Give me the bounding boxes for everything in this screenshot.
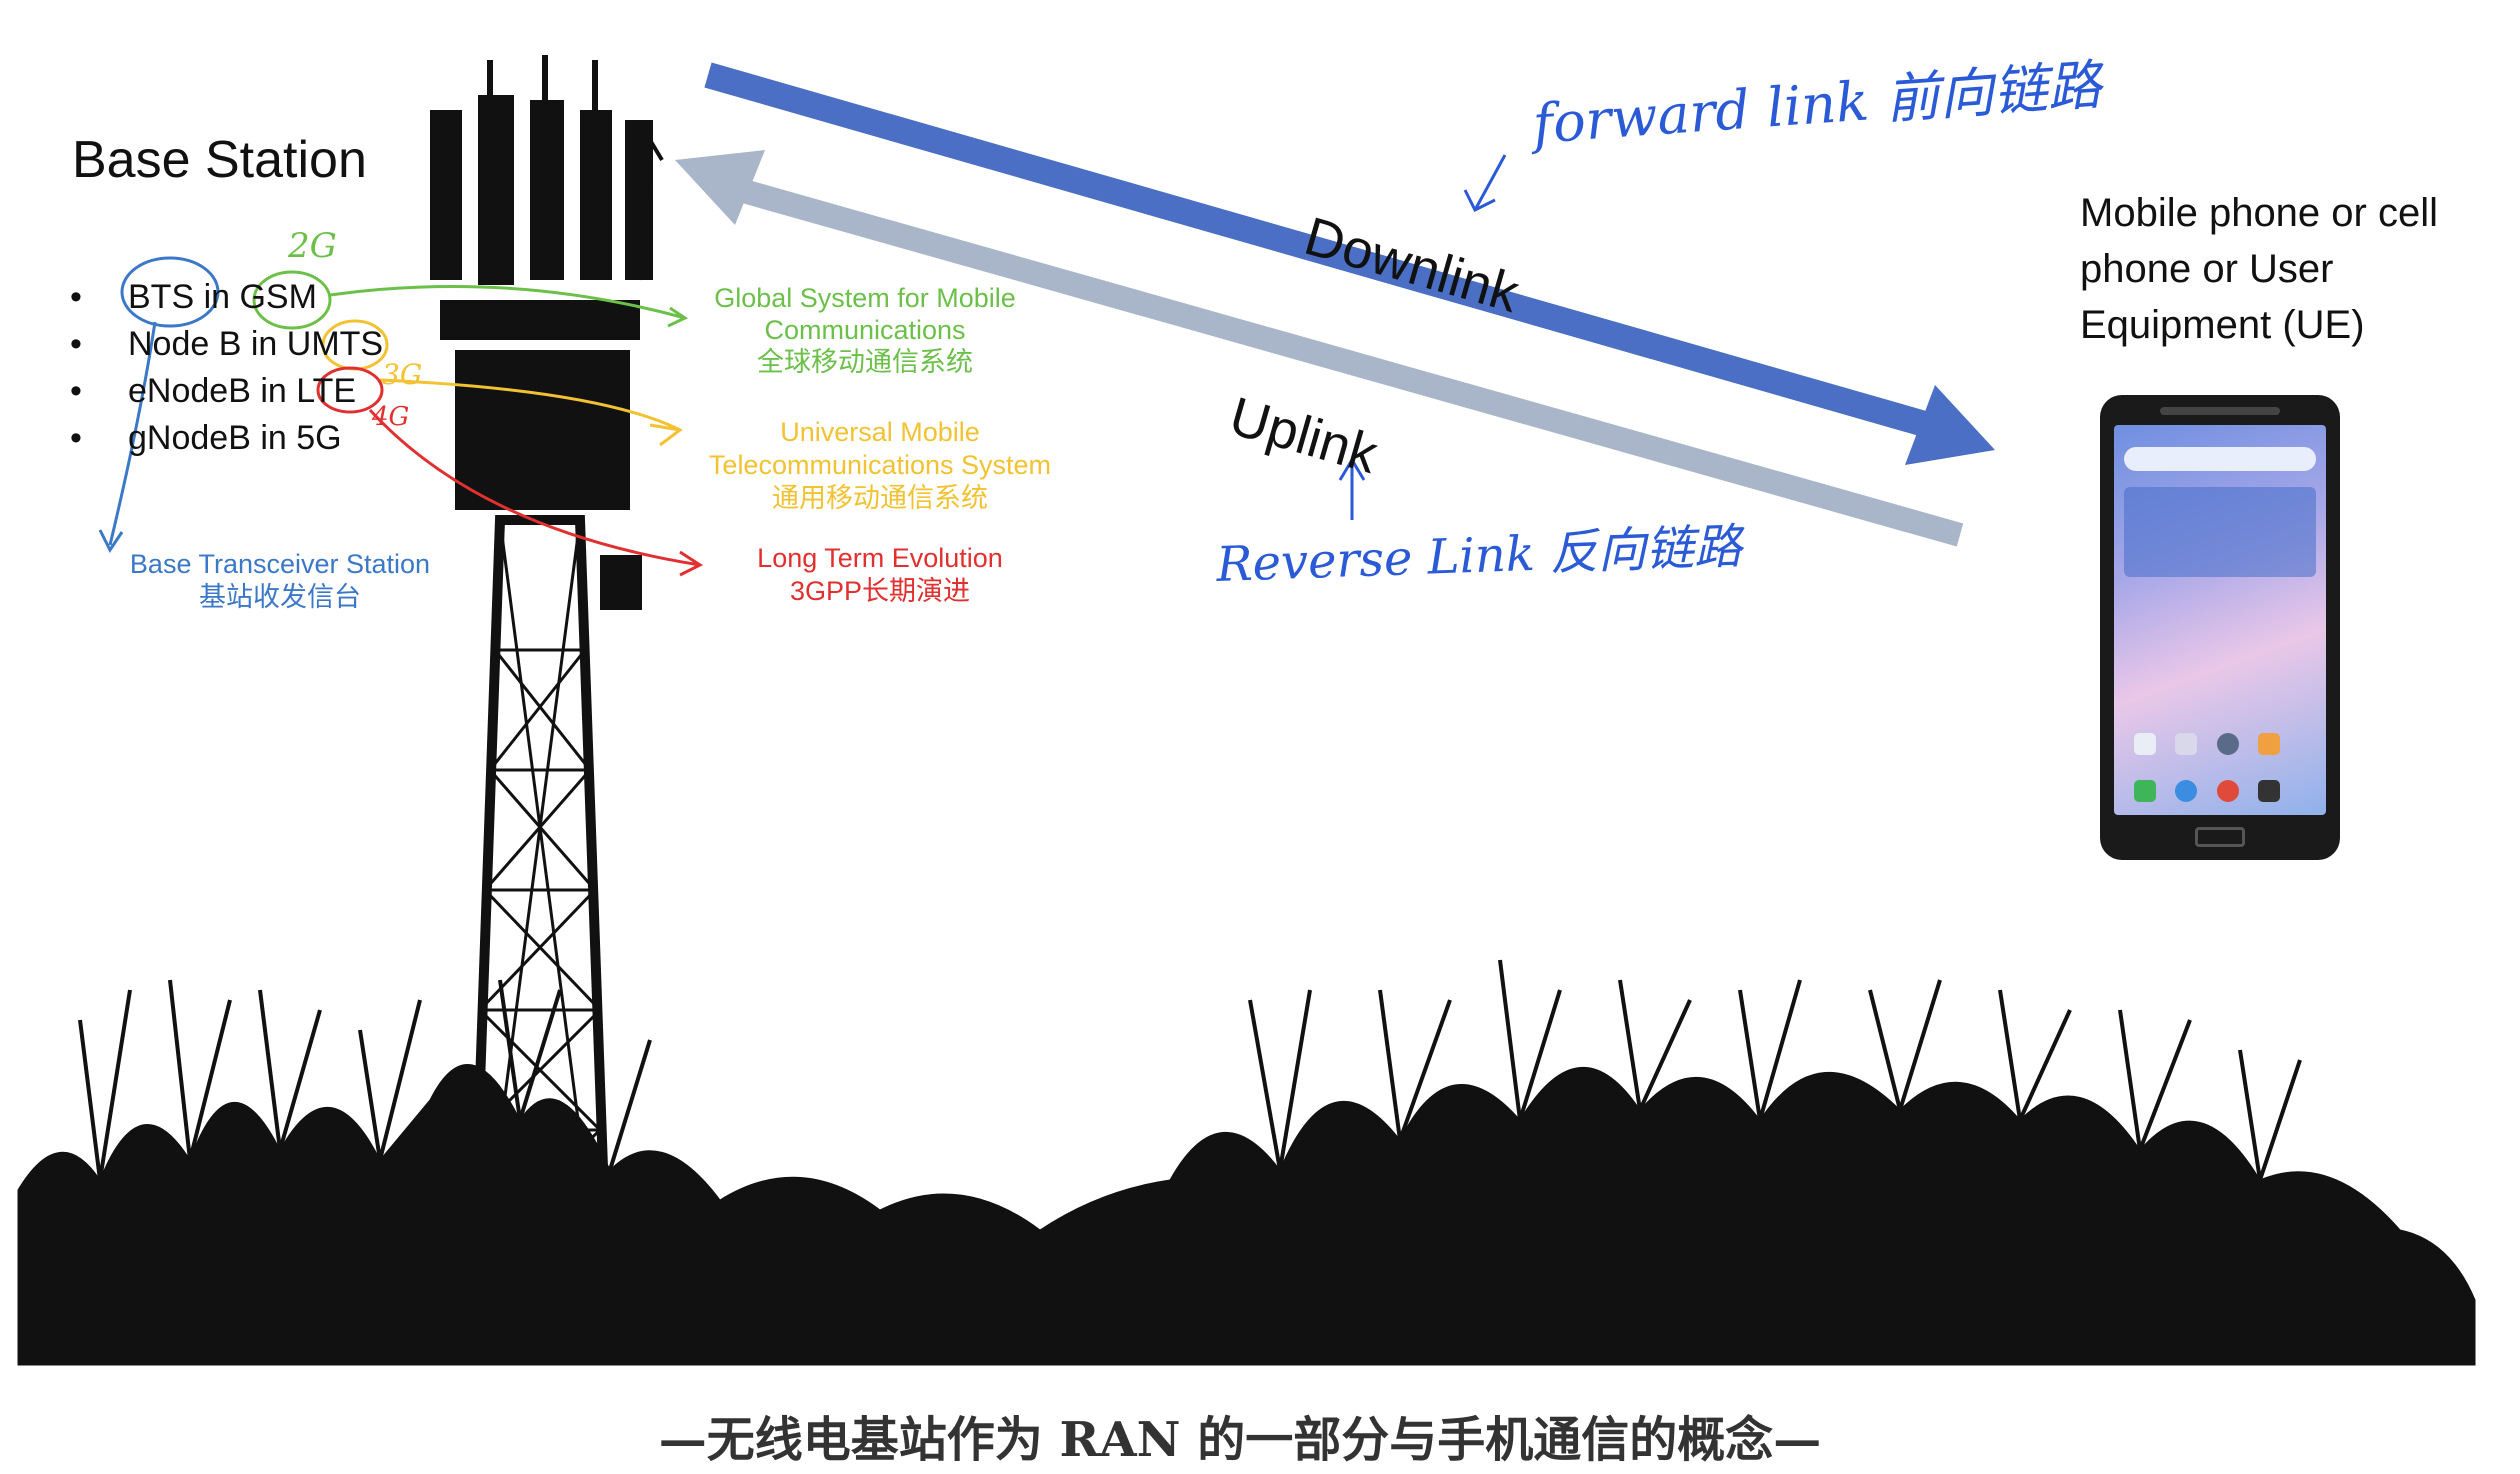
forward-pointer xyxy=(1463,154,1507,213)
phone-speaker xyxy=(2160,407,2280,415)
mail-icon xyxy=(2134,733,2156,755)
bts-circle xyxy=(98,256,220,553)
mark-2g: 2G xyxy=(288,226,337,266)
bts-note-en: Base Transceiver Station xyxy=(129,549,431,579)
umts-note-line2: Telecommunications System xyxy=(708,450,1052,480)
lte-note-line1: Long Term Evolution xyxy=(757,543,1003,573)
mobile-phone xyxy=(2100,395,2340,860)
bullet-gnodeb: • gNodeB in 5G xyxy=(70,419,342,458)
bullet-marker: • xyxy=(70,419,82,457)
bullet-enodeb: • eNodeB in LTE xyxy=(70,372,356,411)
gsm-note-zh: 全球移动通信系统 xyxy=(757,347,973,377)
phone-app-icon xyxy=(2134,780,2156,802)
umts-note-line1: Universal Mobile xyxy=(780,417,980,447)
bts-note-zh: 基站收发信台 xyxy=(199,582,361,612)
bullet-text: BTS in GSM xyxy=(128,278,317,316)
dock-row xyxy=(2134,780,2306,802)
grid-app-icon xyxy=(2175,733,2198,755)
bts-note: Base Transceiver Station 基站收发信台 xyxy=(110,548,450,614)
gsm-note-line2: Communications xyxy=(764,315,966,345)
bullet-marker: • xyxy=(70,372,82,410)
base-station-title: Base Station xyxy=(72,131,367,189)
weather-widget xyxy=(2124,487,2316,577)
bullet-text: gNodeB in 5G xyxy=(128,419,342,457)
phone-screen xyxy=(2114,425,2326,815)
figure-caption: —无线电基站作为 RAN 的一部分与手机通信的概念— xyxy=(658,1412,1822,1468)
lte-circle xyxy=(316,366,704,577)
search-bar xyxy=(2124,447,2316,471)
umts-note-zh: 通用移动通信系统 xyxy=(772,483,988,513)
cell-tower xyxy=(430,55,664,1366)
mark-3g: 3G xyxy=(382,358,423,391)
ue-label: Mobile phone or cell phone or User Equip… xyxy=(2080,191,2438,347)
bullet-text: Node B in UMTS xyxy=(128,325,384,363)
mark-4g: 4G xyxy=(372,402,410,432)
downlink-arrow xyxy=(704,62,1995,465)
reverse-pointer xyxy=(1338,457,1366,520)
photos-icon xyxy=(2258,733,2281,755)
bullet-marker: • xyxy=(70,278,82,316)
umts-note: Universal Mobile Telecommunications Syst… xyxy=(690,416,1070,515)
lte-note-zh: 3GPP长期演进 xyxy=(789,576,971,606)
gsm-circle xyxy=(252,270,689,330)
gsm-note: Global System for Mobile Communications … xyxy=(690,282,1040,378)
bullet-bts: • BTS in GSM xyxy=(70,278,317,317)
uplink-arrow xyxy=(675,150,1964,547)
bullet-nodeb: • Node B in UMTS xyxy=(70,325,383,364)
gsm-note-line1: Global System for Mobile xyxy=(714,283,1016,313)
messages-icon xyxy=(2175,780,2198,802)
umts-circle xyxy=(321,319,683,447)
lte-note: Long Term Evolution 3GPP长期演进 xyxy=(720,542,1040,608)
settings-icon xyxy=(2216,733,2239,755)
vegetation-silhouette xyxy=(17,959,2476,1366)
home-button xyxy=(2195,827,2245,847)
bullet-text: eNodeB in LTE xyxy=(128,372,357,410)
app-row xyxy=(2134,733,2306,755)
chrome-icon xyxy=(2216,780,2239,802)
bullet-marker: • xyxy=(70,325,82,363)
camera-icon xyxy=(2258,780,2281,802)
